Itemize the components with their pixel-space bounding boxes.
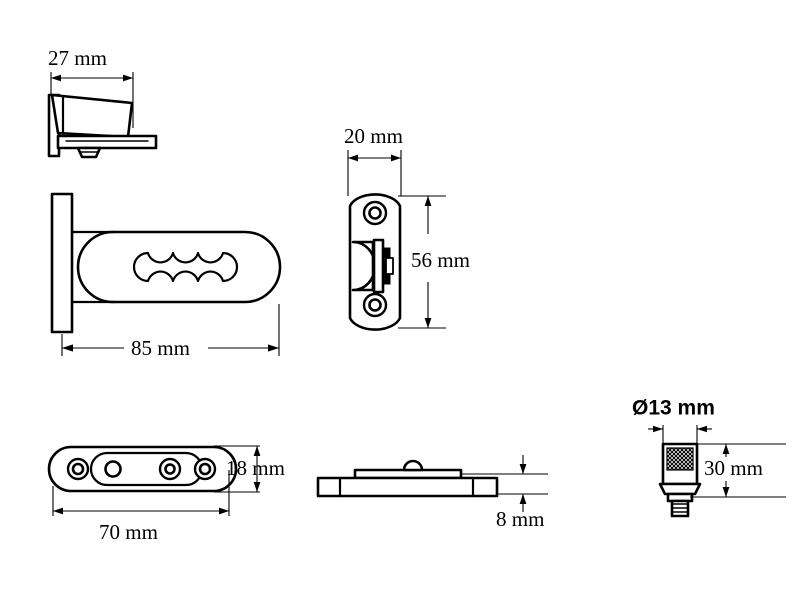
arrow-bottom-18mm <box>253 482 261 492</box>
dim-label-18mm: 18 mm <box>226 456 285 480</box>
arrow-left-20mm <box>348 154 358 162</box>
dim-label-85mm: 85 mm <box>131 336 190 360</box>
arrow-top-18mm <box>253 446 261 456</box>
arrow-right-85mm <box>268 344 279 352</box>
view-side-profile-wedge: 27 mm <box>47 46 158 159</box>
dimension-8mm: 8 mm <box>461 455 548 531</box>
view-front-bracket: 20 mm 56 mm <box>344 124 470 331</box>
hole-upper-inner <box>368 206 382 220</box>
arrow-top-30mm <box>722 444 730 454</box>
dimension-27mm: 27 mm <box>48 46 134 128</box>
dim-label-56mm: 56 mm <box>411 248 470 272</box>
arrow-right-70mm <box>219 507 229 515</box>
view-base-plate-edge: 8 mm <box>316 455 548 531</box>
plate-hole-right-inner <box>198 462 212 476</box>
plate-hole-pilot <box>104 460 122 478</box>
dim-label-27mm: 27 mm <box>48 46 107 70</box>
arrow-left-85mm <box>62 344 73 352</box>
screw-thread-lines <box>672 503 688 513</box>
plate-hole-center-inner <box>164 463 176 475</box>
screw-collar <box>658 482 702 496</box>
base-slab-profile <box>56 134 158 150</box>
dimension-70mm: 70 mm <box>52 470 230 544</box>
dim-label-20mm: 20 mm <box>344 124 403 148</box>
plate-hole-left-inner <box>71 462 85 476</box>
dimension-20mm: 20 mm <box>344 124 403 196</box>
scalloped-slot <box>132 251 239 283</box>
screw-shoulder <box>666 492 694 503</box>
arrow-left-70mm <box>53 507 63 515</box>
view-base-plate-plan: 18 mm 70 mm <box>47 445 285 544</box>
view-knurled-screw: Ø13 mm 3 <box>632 397 786 518</box>
dimension-13mm: Ø13 mm <box>632 397 715 444</box>
dimension-30mm: 30 mm <box>690 443 786 498</box>
arrow-bottom-30mm <box>722 487 730 497</box>
mounting-flange <box>50 192 74 334</box>
arrow-top-56mm <box>424 196 432 206</box>
dim-label-30mm: 30 mm <box>704 456 763 480</box>
dim-label-13mm: Ø13 mm <box>632 397 715 420</box>
arrow-top-8mm <box>519 464 527 474</box>
dim-label-70mm: 70 mm <box>99 520 158 544</box>
arrow-left-27mm <box>51 74 61 82</box>
dimension-56mm: 56 mm <box>398 195 470 329</box>
plate-edge-slab <box>316 476 499 498</box>
screw-head-knurl <box>666 447 694 471</box>
arrow-right-20mm <box>391 154 401 162</box>
arrow-right-13mm <box>697 425 707 433</box>
dimension-18mm: 18 mm <box>214 445 285 493</box>
arrow-right-27mm <box>123 74 133 82</box>
dim-label-8mm: 8 mm <box>496 507 544 531</box>
view-plan-arm: 85 mm <box>50 192 282 360</box>
dimension-85mm: 85 mm <box>61 304 280 360</box>
hole-lower-inner <box>368 298 382 312</box>
plate-edge-dome <box>402 459 424 472</box>
arrow-bottom-56mm <box>424 318 432 328</box>
arrow-bottom-8mm <box>519 494 527 504</box>
arrow-left-13mm <box>653 425 663 433</box>
hinge-pin-block <box>372 238 385 294</box>
hinge-pin-tip <box>385 257 394 275</box>
